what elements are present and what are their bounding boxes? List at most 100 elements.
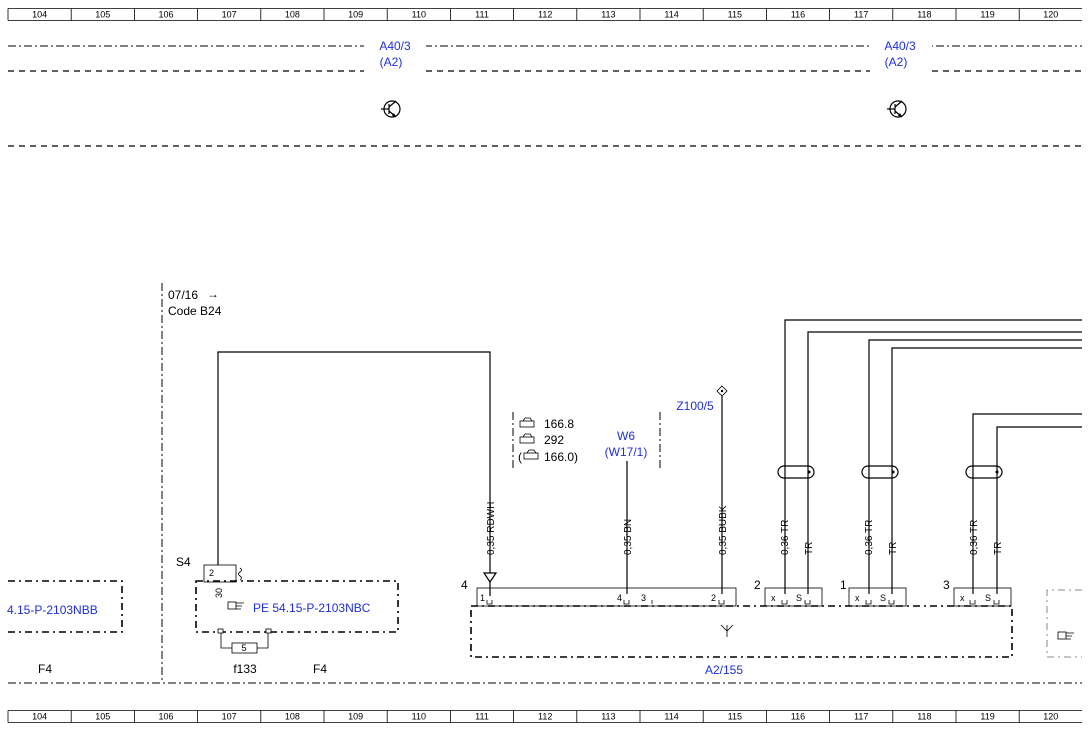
grid-column-label: 105	[95, 712, 110, 722]
pin-s: S	[796, 593, 802, 603]
variant-2: 292	[544, 433, 564, 447]
spring-icon	[238, 567, 242, 581]
code-arrow: →	[207, 287, 219, 301]
pin-s: S	[880, 593, 886, 603]
twisted-pair-2	[861, 339, 1082, 594]
hand-pointer-icon	[1057, 631, 1074, 640]
s4-pin-2: 2	[209, 568, 214, 578]
s4-component-box	[195, 580, 399, 633]
pin-x: x	[771, 593, 776, 603]
wire-label: 0,35 BUBK	[718, 505, 729, 555]
connector-3-label: 3	[943, 578, 950, 592]
hand-pointer-icon	[227, 601, 244, 610]
variant-1: 166.8	[544, 417, 574, 431]
connector-4	[476, 587, 737, 607]
grid-column-label: 112	[538, 712, 552, 722]
grid-column-label: 114	[664, 712, 678, 722]
pin-4: 4	[617, 593, 622, 603]
connector-2-label: 2	[754, 578, 761, 592]
grid-column-label: 118	[917, 712, 931, 722]
pin-1: 1	[480, 593, 485, 603]
grid-column-label: 106	[158, 712, 173, 722]
center-reference-link[interactable]: PE 54.15-P-2103NBC	[253, 601, 371, 615]
twisted-pair-3	[965, 413, 1082, 594]
grid-column-label: 118	[917, 10, 931, 20]
grid-column-label: 105	[95, 10, 110, 20]
grid-column-label: 119	[980, 712, 994, 722]
grid-column-label: 116	[791, 712, 805, 722]
wire-label: 0,35 BN	[623, 519, 634, 555]
fuse-number: 5	[241, 643, 246, 653]
z100-name: Z100/5	[676, 399, 714, 413]
left-reference-link[interactable]: 4.15-P-2103NBB	[7, 603, 98, 617]
grid-column-label: 109	[348, 10, 363, 20]
s4-connector	[203, 564, 237, 583]
transistor-icon	[381, 100, 401, 118]
grid-column-label: 111	[475, 712, 489, 722]
connector-3	[953, 587, 1012, 607]
pin-3: 3	[641, 593, 646, 603]
splice-icon	[716, 385, 728, 397]
grid-column-label: 104	[32, 10, 47, 20]
grid-column-label: 117	[854, 10, 868, 20]
pin-s: S	[985, 593, 991, 603]
antenna-icon	[720, 624, 734, 637]
grid-column-label: 114	[664, 10, 678, 20]
wire-label: TR	[888, 542, 899, 555]
a40-left-name: A40/3	[379, 39, 411, 53]
grid-column-label: 111	[475, 10, 489, 20]
grid-column-label: 115	[728, 10, 742, 20]
grid-column-label: 120	[1043, 712, 1058, 722]
transistor-icon	[887, 100, 907, 118]
car-icon	[519, 433, 535, 444]
fuse-f133	[231, 642, 258, 654]
a40-left-ref: (A2)	[380, 55, 403, 69]
s4-label: S4	[176, 555, 191, 569]
car-icon	[523, 449, 539, 460]
grid-column-label: 120	[1043, 10, 1058, 20]
connector-1	[848, 587, 907, 607]
grid-column-label: 110	[412, 712, 426, 722]
grid-column-label: 113	[601, 10, 615, 20]
left-reference-box	[8, 580, 123, 633]
grid-column-label: 108	[285, 10, 300, 20]
grid-column-label: 113	[601, 712, 615, 722]
label-mask	[870, 38, 932, 72]
connector-1-label: 1	[840, 578, 847, 592]
grid-column-label: 104	[32, 712, 47, 722]
pin-2: 2	[711, 593, 716, 603]
wire-rdwh-loop	[217, 351, 491, 573]
code-date: 07/16	[168, 288, 198, 302]
variant-3: 166.0)	[544, 450, 578, 464]
fuse-wire-left	[220, 630, 232, 649]
connector-4-label: 4	[461, 578, 468, 592]
a40-right-ref: (A2)	[885, 55, 908, 69]
car-icon	[519, 417, 535, 428]
variant-paren: (	[518, 450, 522, 464]
grid-column-label: 107	[222, 10, 237, 20]
w6-name: W6	[617, 429, 635, 443]
wire-label: TR	[804, 542, 815, 555]
grid-column-label: 115	[728, 712, 742, 722]
code-label: Code B24	[168, 304, 222, 318]
pin-x: x	[855, 593, 860, 603]
grid-column-label: 108	[285, 712, 300, 722]
a2-155-box	[470, 605, 1013, 658]
ground-icon	[482, 572, 498, 596]
fuse-label-right: F4	[313, 662, 327, 676]
pin-terminals	[486, 600, 725, 605]
a40-right-name: A40/3	[884, 39, 916, 53]
a2-155-name: A2/155	[705, 663, 743, 677]
s4-pin-30: 30	[214, 588, 224, 598]
wire-label: 0,35 RDWH	[486, 502, 497, 555]
grid-column-label: 110	[412, 10, 426, 20]
grid-column-label: 119	[980, 10, 994, 20]
connector-2	[764, 587, 823, 607]
fuse-name: f133	[233, 662, 257, 676]
grid-column-label: 117	[854, 712, 868, 722]
grid-column-label: 107	[222, 712, 237, 722]
wire-label: 0,36 TR	[969, 520, 980, 555]
